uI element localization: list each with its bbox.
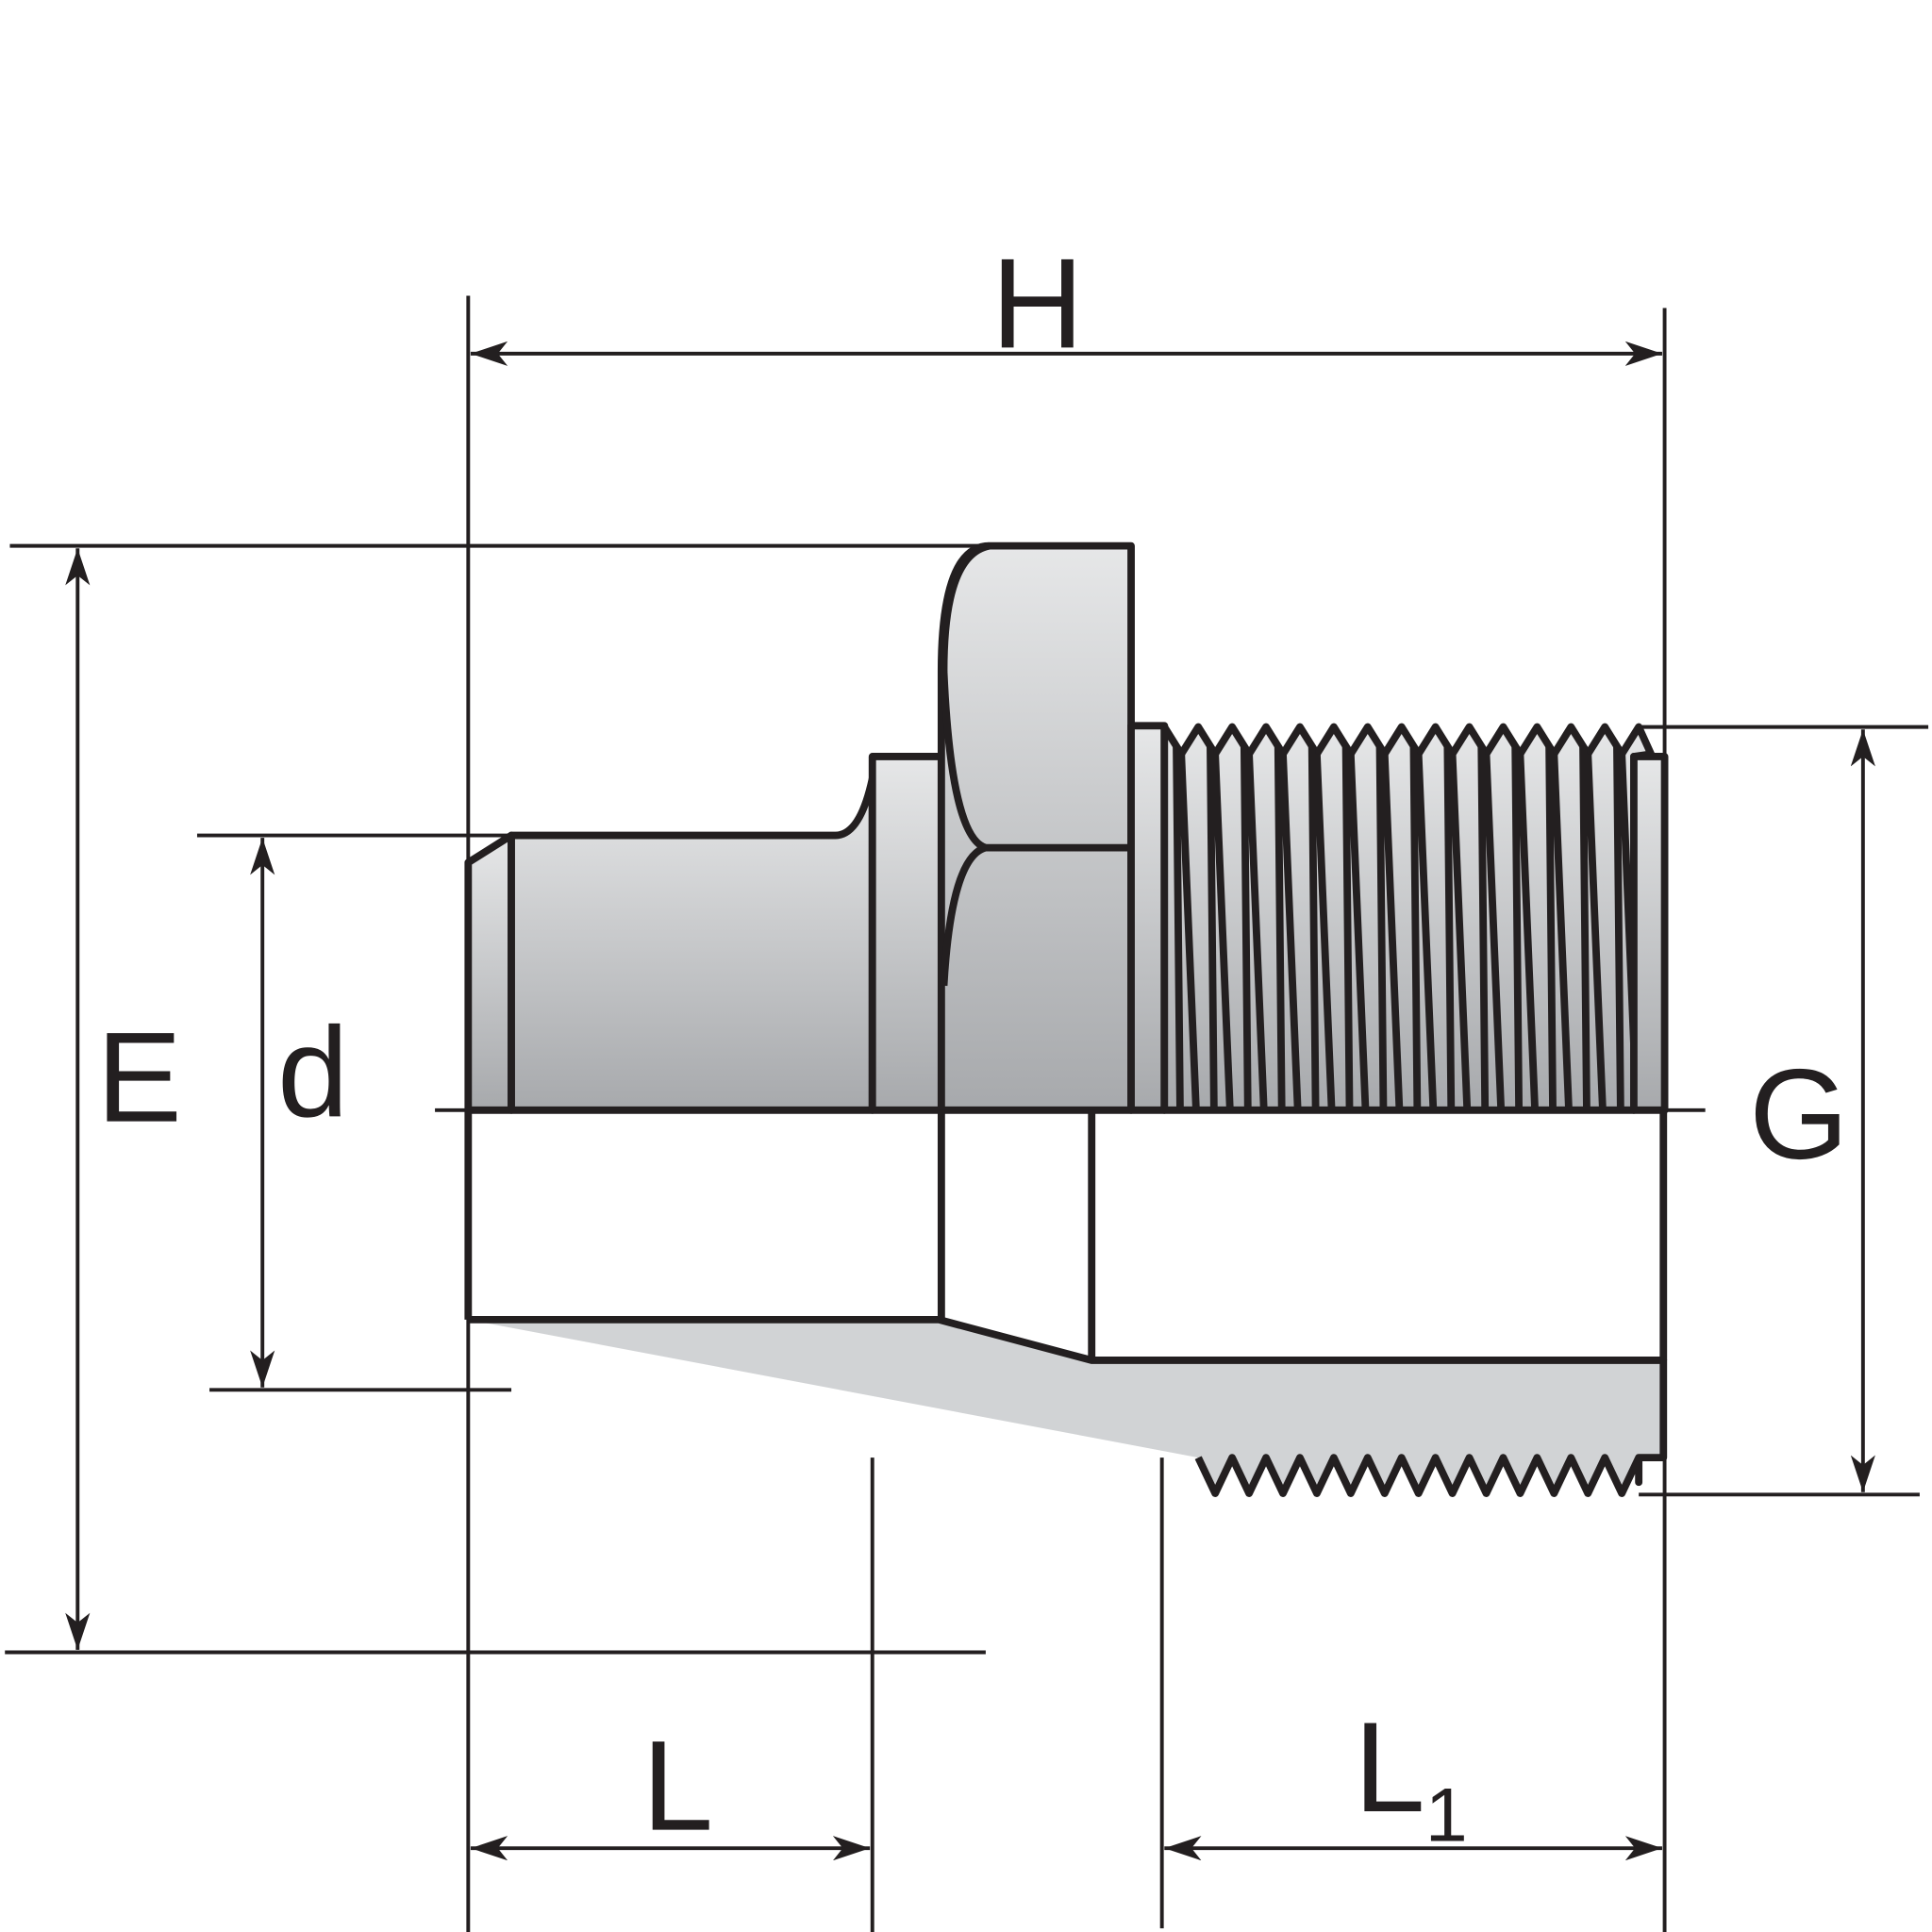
dimension-lines <box>65 341 1875 1861</box>
thread-crest-line <box>1274 745 1302 1110</box>
label-L1: L1 <box>1354 1695 1468 1857</box>
thread-crest-line <box>1443 745 1472 1110</box>
thread-relief <box>1127 722 1169 1114</box>
thread-lines <box>1173 745 1641 1110</box>
thread-body <box>1160 723 1656 1114</box>
collar <box>868 753 945 1114</box>
thread-crest-line <box>1511 745 1540 1110</box>
hex-flat-edges <box>940 541 1132 987</box>
thread-crest-line <box>1307 745 1336 1110</box>
fitting-section <box>464 1109 1668 1497</box>
thread-crest-line <box>1207 745 1234 1110</box>
thread-end-chamfer <box>1630 753 1669 1114</box>
thread-crest-line <box>1240 745 1268 1110</box>
spigot-chamfer <box>464 831 515 1114</box>
label-E: E <box>96 1006 182 1149</box>
label-G: G <box>1749 1042 1849 1186</box>
section-body <box>468 1315 1668 1497</box>
label-L: L <box>642 1714 714 1857</box>
thread-crest-line <box>1409 745 1438 1110</box>
label-H: H <box>991 231 1084 375</box>
label-d: d <box>277 1000 349 1143</box>
fitting-exterior <box>464 541 1669 1114</box>
thread-crest-line <box>1173 745 1200 1110</box>
thread-crest-line <box>1375 745 1404 1110</box>
thread-crest-line <box>1477 745 1506 1110</box>
thread-crest-line <box>1579 745 1607 1110</box>
thread-crest-line <box>1545 745 1573 1110</box>
thread-crest-line <box>1341 745 1370 1110</box>
spigot <box>508 774 876 1114</box>
